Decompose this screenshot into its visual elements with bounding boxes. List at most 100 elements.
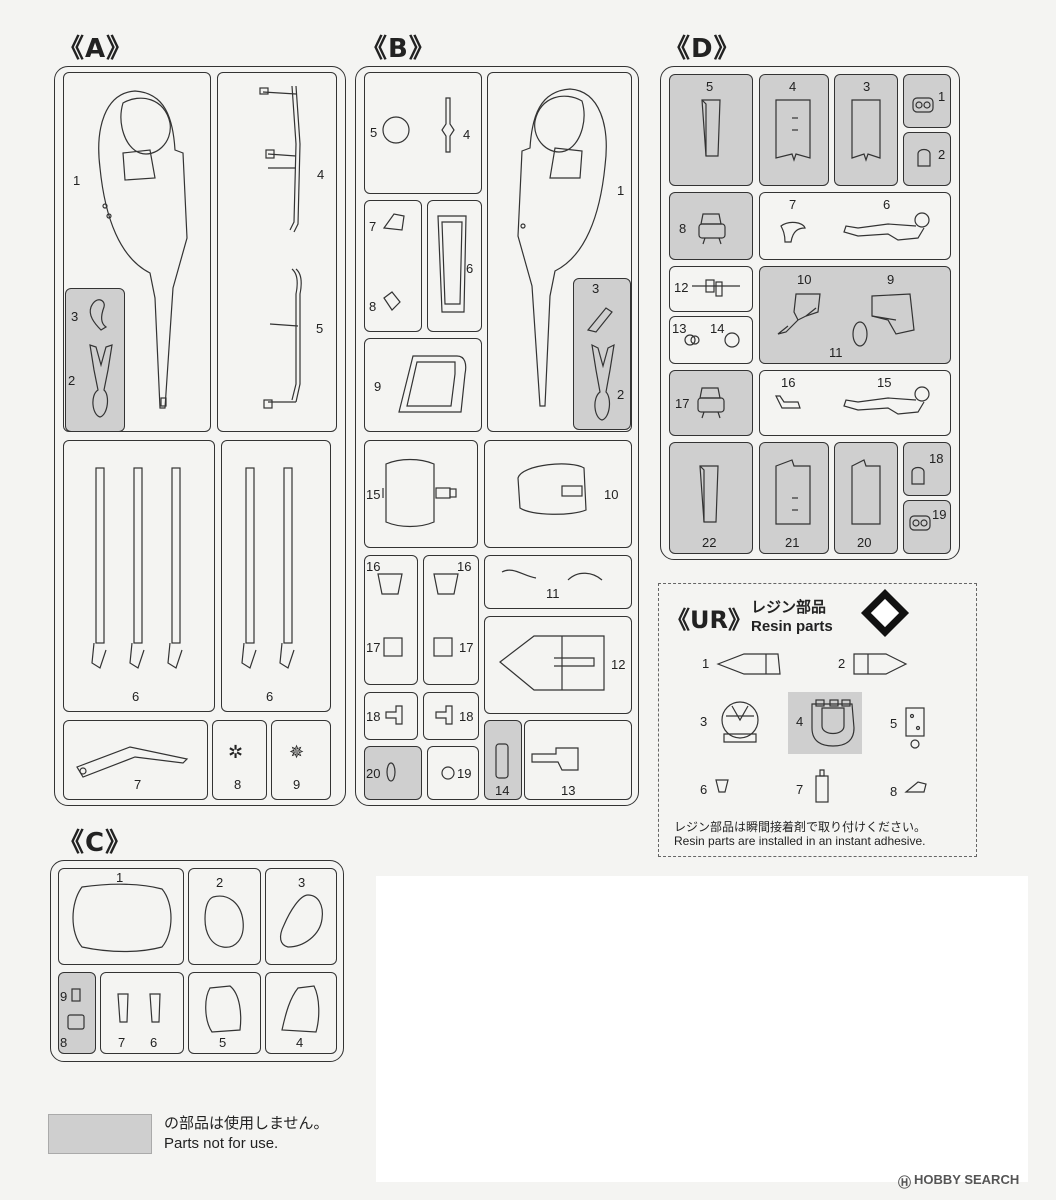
b-label-4: 4: [463, 127, 471, 142]
b-label-20: 20: [366, 766, 381, 781]
d-part-22-drawing: [699, 465, 719, 523]
a-cell-part8: [212, 720, 267, 800]
d-label-15: 15: [877, 375, 892, 390]
b-label-16b: 16: [457, 559, 472, 574]
d-label-22: 22: [702, 535, 717, 550]
b-part-18-drawing: [385, 705, 453, 725]
skid-drawing: [259, 85, 302, 409]
d-label-18: 18: [929, 451, 944, 466]
windscreen-drawing: [72, 883, 172, 953]
d-cell-unused-8: [669, 192, 753, 260]
d-part-17-drawing: [697, 387, 725, 419]
c-part-2-drawing: [204, 895, 244, 948]
b-cell-unused-20: [364, 746, 422, 800]
resin-part-1-drawing: [716, 653, 781, 675]
c-label-4: 4: [296, 1035, 304, 1050]
d-label-19: 19: [932, 507, 947, 522]
d-part-1-drawing: [912, 97, 934, 113]
d-label-1: 1: [938, 89, 946, 104]
d-label-10: 10: [797, 272, 812, 287]
a-cell-blades-2: [221, 440, 331, 712]
b-part-10-drawing: [517, 463, 587, 515]
resin-part-3-drawing: [721, 701, 759, 743]
resin-label-2: 2: [838, 656, 846, 671]
b-part-12-drawing: [499, 635, 605, 691]
resin-note-en: Resin parts are installed in an instant …: [674, 834, 926, 848]
d-label-13: 13: [672, 321, 687, 336]
d-part-16-drawing: [775, 395, 801, 409]
d-label-9: 9: [887, 272, 895, 287]
legend-gray-swatch: [48, 1114, 152, 1154]
b-part-3-2-drawing: [586, 307, 615, 421]
d-part-18-drawing: [911, 466, 925, 485]
b-cell-16-17a: [364, 555, 418, 685]
c-part-3-drawing: [279, 894, 323, 948]
d-cell-unused-5: [669, 74, 753, 186]
resin-label-7: 7: [796, 782, 804, 797]
c-cell-6-7: [100, 972, 184, 1054]
resin-label-3: 3: [700, 714, 708, 729]
d-label-21: 21: [785, 535, 800, 550]
resin-part-5-drawing: [905, 707, 925, 749]
a-label-2: 2: [68, 373, 76, 388]
b-cell-unused-2-3: [573, 278, 631, 430]
b-label-17a: 17: [366, 640, 381, 655]
d-cell-unused-2: [903, 132, 951, 186]
b-label-6: 6: [466, 261, 474, 276]
b-cell-7-8: [364, 200, 422, 332]
d-cell-unused-22: [669, 442, 753, 554]
b-label-18a: 18: [366, 709, 381, 724]
resin-part-2-drawing: [853, 653, 908, 675]
d-cell-unused-18: [903, 442, 951, 496]
a-label-5: 5: [316, 321, 324, 336]
legend-jp: の部品は使用しません。: [164, 1115, 329, 1132]
c-cell-2: [188, 868, 261, 965]
d-part-20-drawing: [851, 459, 881, 525]
d-part-3-drawing: [851, 99, 881, 162]
d-label-11: 11: [829, 345, 843, 360]
resin-label-8: 8: [890, 784, 898, 799]
c-part-4-drawing: [281, 985, 320, 1033]
resin-label-6: 6: [700, 782, 708, 797]
d-part-5-drawing: [701, 99, 721, 157]
d-part-13-14-drawing: [684, 332, 740, 348]
main-rotor-blades-2-drawing: [241, 467, 295, 669]
c-part-5-drawing: [205, 985, 242, 1033]
d-part-2-drawing: [917, 148, 931, 167]
b-part-13-drawing: [531, 747, 579, 771]
d-label-2: 2: [938, 147, 946, 162]
b-cell-18b: [423, 692, 479, 740]
b-label-8: 8: [369, 299, 377, 314]
d-part-4-drawing: [775, 99, 811, 162]
b-label-15: 15: [366, 487, 381, 502]
c-label-6: 6: [150, 1035, 158, 1050]
b-part-11-drawing: [501, 569, 603, 581]
b-label-1: 1: [617, 183, 625, 198]
b-label-17b: 17: [459, 640, 474, 655]
b-cell-18a: [364, 692, 418, 740]
b-label-11: 11: [546, 586, 560, 601]
a-cell-stabilizer: [63, 720, 208, 800]
c-label-1: 1: [116, 870, 124, 885]
d-label-6: 6: [883, 197, 891, 212]
d-part-15-figure-drawing: [843, 386, 930, 415]
b-label-3: 3: [592, 281, 600, 296]
d-label-12: 12: [674, 280, 689, 295]
d-part-7-drawing: [780, 221, 806, 243]
d-part-12-drawing: [692, 279, 740, 297]
d-label-3: 3: [863, 79, 871, 94]
section-a-title: 《A》: [58, 34, 134, 64]
resin-title-en: Resin parts: [751, 618, 833, 635]
a-label-6a: 6: [132, 689, 140, 704]
b-label-10: 10: [604, 487, 619, 502]
c-label-8: 8: [60, 1035, 68, 1050]
d-part-6-figure-drawing: [843, 212, 930, 241]
resin-label-4: 4: [796, 714, 804, 729]
watermark-logo-icon: Ⓗ: [898, 1175, 912, 1190]
a-part-8-icon: ✲: [228, 742, 244, 762]
b-cell-12: [484, 616, 632, 714]
main-rotor-blades-drawing: [91, 467, 183, 669]
d-cell-12: [669, 266, 753, 312]
c-cell-3: [265, 868, 337, 965]
b-part-16-drawing: [377, 573, 459, 595]
